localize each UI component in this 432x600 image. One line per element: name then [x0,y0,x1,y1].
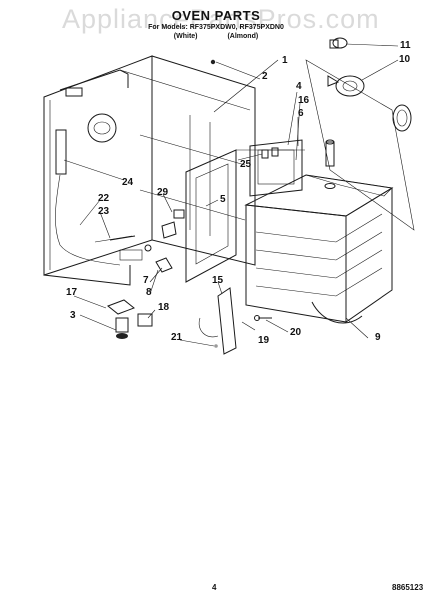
color-almond: (Almond) [227,33,259,40]
callout-15: 15 [212,275,224,286]
front-frame [185,139,305,283]
callout-7: 7 [143,275,149,286]
callout-1: 1 [282,55,288,66]
callout-10: 10 [399,54,411,65]
callout-5: 5 [220,194,226,205]
light-assembly [305,37,415,231]
model-list: For Models: RF375PXDW0, RF375PXDN0 [148,24,284,31]
callout-24: 24 [122,177,134,188]
hardware-parts [94,59,279,355]
oven-cavity [244,139,394,324]
callout-20: 20 [290,327,302,338]
color-white: (White) [173,33,198,40]
callout-25: 25 [240,159,252,170]
page-number: 4 [212,583,217,592]
watermark: AppliancePartsPros.com [62,4,380,34]
callout-23: 23 [98,206,110,217]
diagram-title: OVEN PARTS [171,8,261,23]
callout-18: 18 [158,302,170,313]
callout-16: 16 [298,95,310,106]
callout-29: 29 [157,187,169,198]
callout-3: 3 [70,310,76,321]
callout-22: 22 [98,193,110,204]
callout-11: 11 [400,40,411,51]
document-code: 8865123 [392,583,424,592]
callout-4: 4 [296,81,302,92]
callout-6: 6 [298,108,304,119]
leader-lines [63,43,399,347]
callout-2: 2 [262,71,268,82]
callout-17: 17 [66,287,78,298]
callout-8: 8 [146,287,152,298]
oven-chassis [43,55,256,286]
callout-19: 19 [258,335,270,346]
color-variants: (White) (Almond) [0,33,432,40]
callout-9: 9 [375,332,381,343]
callout-21: 21 [171,332,183,343]
